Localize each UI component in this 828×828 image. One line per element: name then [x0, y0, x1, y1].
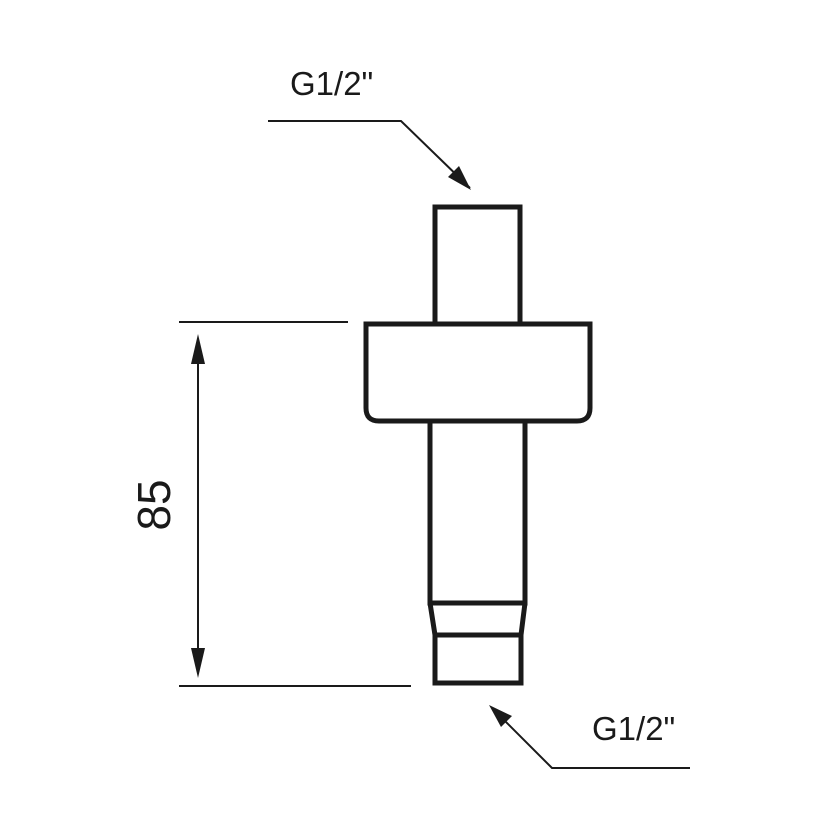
fitting-body	[363, 204, 593, 686]
bottom-thread-segment	[432, 632, 524, 686]
taper-section	[427, 602, 528, 638]
top-pipe	[432, 204, 523, 327]
height-dimension-label: 85	[128, 479, 180, 530]
top-arrowhead-icon	[448, 166, 471, 190]
bottom-arrowhead-icon	[489, 705, 512, 727]
bottom-leader-line	[493, 709, 690, 769]
dimension-arrow-up-icon	[191, 334, 205, 364]
bottom-thread-label: G1/2"	[592, 710, 675, 747]
lower-pipe	[427, 421, 528, 606]
top-thread-label: G1/2"	[290, 65, 373, 102]
top-leader-line	[268, 120, 471, 189]
top-thread-callout: G1/2"	[268, 65, 471, 190]
flange	[363, 321, 593, 424]
bottom-thread-callout: G1/2"	[489, 705, 690, 769]
dimension-arrow-down-icon	[191, 648, 205, 678]
height-dimension: 85	[128, 321, 411, 687]
